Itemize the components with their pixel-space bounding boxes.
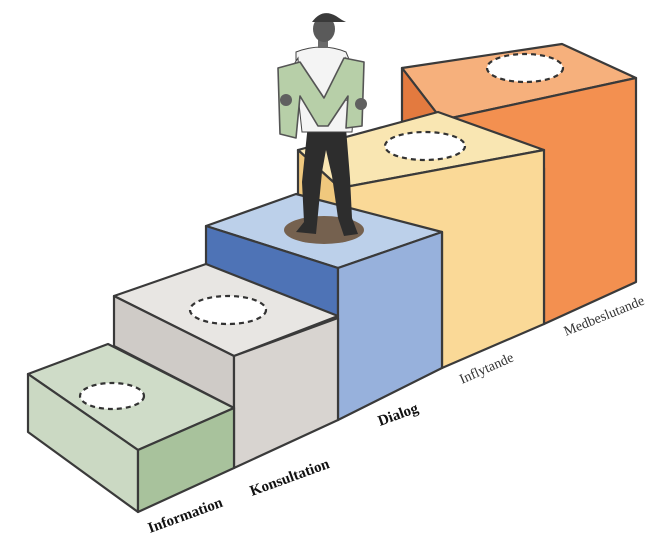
figure-neck (318, 38, 328, 48)
figure-hand-right (355, 98, 367, 110)
letter-m-sign (277, 57, 365, 139)
label-dialog: Dialog (376, 400, 421, 429)
cap-icon (312, 13, 346, 22)
step-information (26, 342, 236, 514)
step-information-slot (78, 381, 146, 411)
figure-hand-left (280, 94, 292, 106)
step-inflytande-slot (383, 130, 467, 162)
figure-head (313, 16, 335, 42)
step-konsultation (112, 262, 340, 470)
person-figure (277, 13, 367, 244)
figure-legs (296, 124, 358, 236)
label-konsultation: Konsultation (248, 456, 332, 500)
step-konsultation-slot (188, 294, 268, 326)
step-information-side (136, 406, 236, 514)
step-medbeslutande-slot (485, 52, 565, 84)
